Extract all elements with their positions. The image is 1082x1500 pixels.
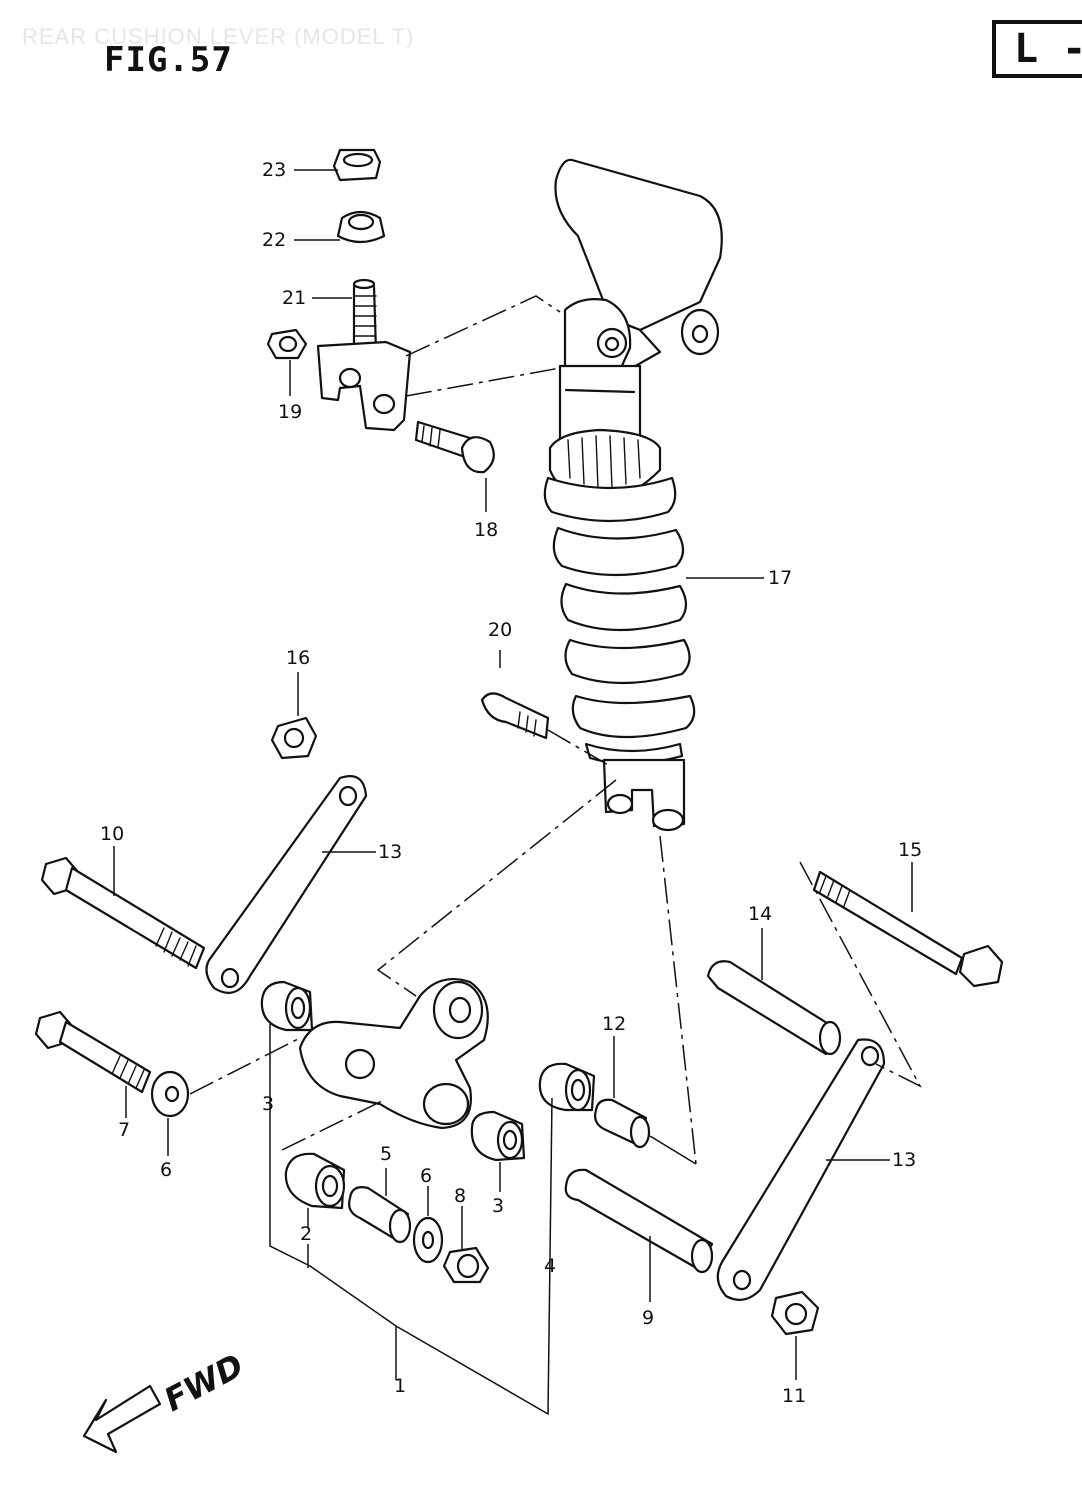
bearing-3-left [260, 980, 314, 1032]
callout-8: 8 [454, 1185, 466, 1207]
spacer-9 [564, 1168, 714, 1274]
callout-23: 23 [262, 159, 286, 181]
callout-13-upper: 13 [378, 841, 402, 863]
section-code-box: L - [992, 20, 1082, 78]
callout-3-left: 3 [262, 1093, 274, 1115]
nut-11 [770, 1290, 820, 1336]
bearing-3-right [470, 1110, 526, 1162]
nut-8 [442, 1246, 490, 1284]
callout-5: 5 [380, 1143, 392, 1165]
washer-6-center [412, 1216, 444, 1264]
callout-20: 20 [488, 619, 512, 641]
bolt-10 [40, 856, 206, 970]
callout-6-center: 6 [420, 1165, 432, 1187]
bushing-12 [594, 1098, 651, 1149]
washer-6-left [150, 1070, 190, 1118]
callout-16: 16 [286, 647, 310, 669]
callout-13-lower: 13 [892, 1149, 916, 1171]
figure-number: FIG.57 [104, 40, 233, 80]
callout-11: 11 [782, 1385, 806, 1407]
cushion-rod-lower [716, 1038, 886, 1301]
callout-19: 19 [278, 401, 302, 423]
leader-lines [113, 169, 922, 1416]
bearing-4 [538, 1062, 596, 1112]
nut-16 [270, 716, 318, 760]
callout-14: 14 [748, 903, 772, 925]
upper-bracket-assembly [266, 148, 495, 474]
callout-2: 2 [300, 1223, 312, 1245]
spacer-5 [348, 1186, 412, 1244]
callout-15: 15 [898, 839, 922, 861]
bearing-2 [284, 1152, 346, 1210]
bolt-7 [34, 1010, 152, 1094]
callout-10: 10 [100, 823, 124, 845]
cushion-lever [298, 978, 489, 1130]
callout-18: 18 [474, 519, 498, 541]
bolt-15 [812, 870, 1004, 988]
shock-absorber [543, 158, 723, 832]
faint-title: REAR CUSHION LEVER (MODEL T) [22, 24, 415, 49]
fwd-label: FWD [158, 1346, 250, 1419]
bolt-20 [480, 692, 550, 740]
callout-4: 4 [544, 1255, 556, 1277]
callout-9: 9 [642, 1307, 654, 1329]
callout-3-right: 3 [492, 1195, 504, 1217]
cushion-rod-upper [205, 775, 368, 994]
callout-21: 21 [282, 287, 306, 309]
callout-labels: 1 2 3 3 4 5 6 6 7 8 9 10 11 12 13 13 14 … [100, 159, 922, 1407]
spacer-14 [706, 960, 842, 1056]
callout-22: 22 [262, 229, 286, 251]
callout-7: 7 [118, 1119, 130, 1141]
callout-17: 17 [768, 567, 792, 589]
callout-1: 1 [394, 1375, 406, 1397]
callout-12: 12 [602, 1013, 626, 1035]
callout-6-left: 6 [160, 1159, 172, 1181]
fwd-arrow-icon [82, 1384, 162, 1454]
